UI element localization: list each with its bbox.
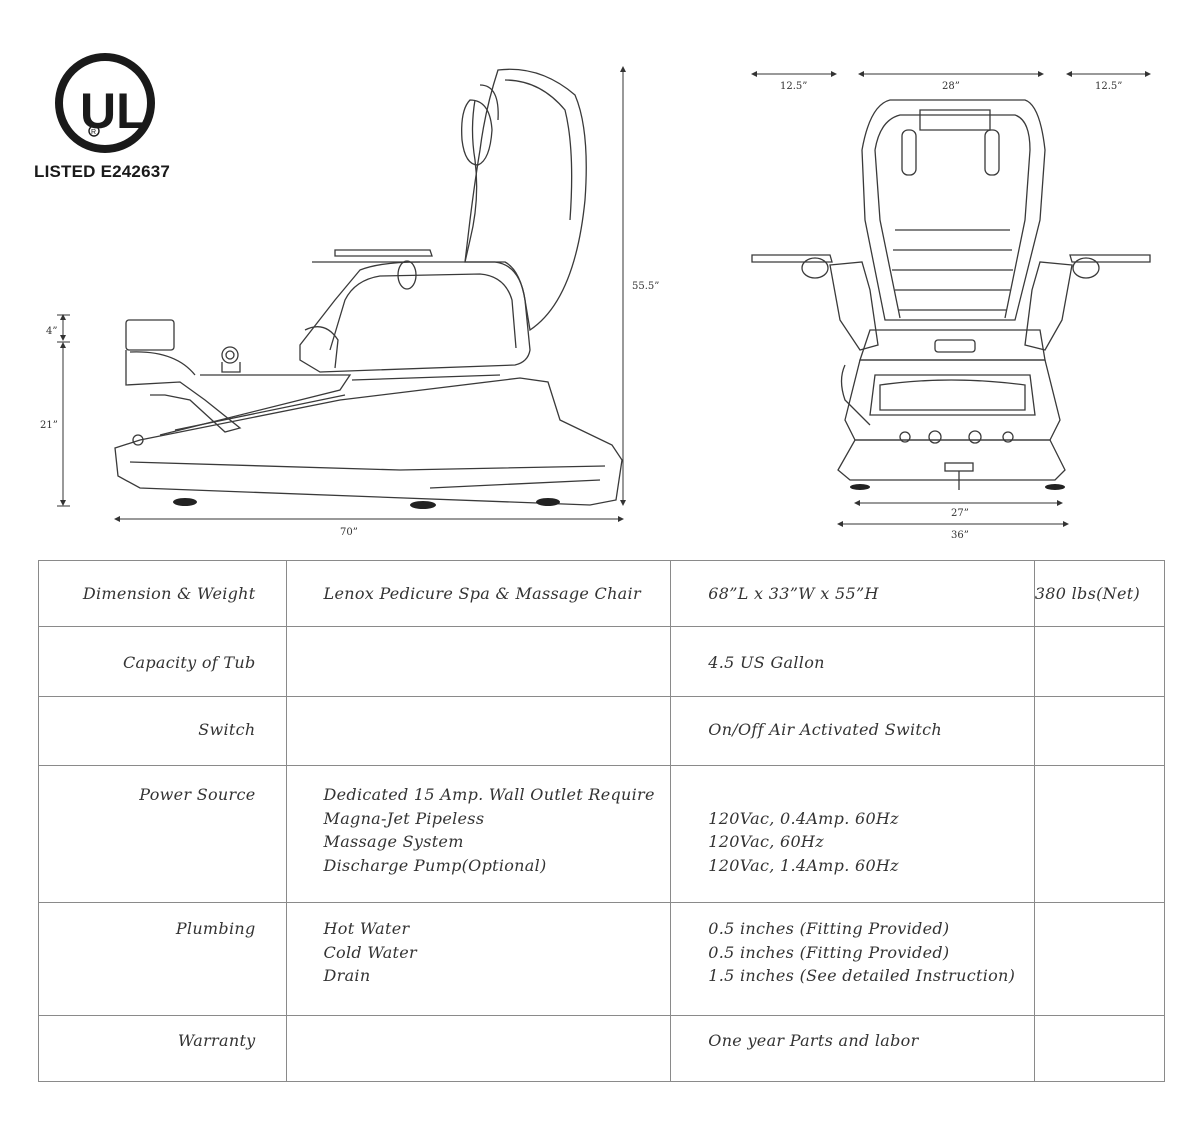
dim-top-height: 4” xyxy=(46,326,57,337)
spec-extra xyxy=(1033,626,1166,697)
dim-tray-right: 12.5” xyxy=(1095,81,1122,92)
chair-dimension-drawing: 4” 21” 70” 55.5” xyxy=(40,66,1151,541)
spec-row: Switch On/Off Air Activated Switch xyxy=(38,696,1166,766)
svg-text:R: R xyxy=(91,129,96,136)
side-view xyxy=(114,68,623,509)
spec-extra xyxy=(1033,765,1166,903)
spec-extra: 380 lbs(Net) xyxy=(1033,560,1166,627)
spec-value: 68”L x 33”W x 55”H xyxy=(670,560,1035,627)
spec-label: Plumbing xyxy=(38,902,287,1016)
spec-label: Warranty xyxy=(38,1015,287,1082)
ul-mark-letter-u: UL xyxy=(80,83,147,139)
spec-extra xyxy=(1033,902,1166,1016)
spec-label: Power Source xyxy=(38,765,287,903)
spec-row: Capacity of Tub 4.5 US Gallon xyxy=(38,626,1166,697)
spec-extra xyxy=(1033,1015,1166,1082)
dim-base-width: 27” xyxy=(951,508,969,519)
spec-item: Lenox Pedicure Spa & Massage Chair xyxy=(285,560,672,627)
spec-row: Warranty One year Parts and labor xyxy=(38,1015,1166,1082)
spec-label: Dimension & Weight xyxy=(38,560,287,627)
dim-overall-width: 36” xyxy=(951,530,969,541)
spec-extra xyxy=(1033,696,1166,766)
dim-tray-left: 12.5” xyxy=(780,81,807,92)
spec-value: 4.5 US Gallon xyxy=(670,626,1035,697)
spec-item xyxy=(285,1015,672,1082)
spec-value: On/Off Air Activated Switch xyxy=(670,696,1035,766)
dim-chair-width: 28” xyxy=(942,81,960,92)
spec-value: One year Parts and labor xyxy=(670,1015,1035,1082)
spec-item xyxy=(285,626,672,697)
spec-value: 0.5 inches (Fitting Provided)0.5 inches … xyxy=(670,902,1035,1016)
dim-overall-height: 55.5” xyxy=(632,281,659,292)
spec-label: Capacity of Tub xyxy=(38,626,287,697)
ul-listed-number: LISTED E242637 xyxy=(34,162,171,181)
dim-seat-height: 21” xyxy=(40,420,58,431)
ul-logo: UL R xyxy=(55,53,155,153)
dim-overall-length: 70” xyxy=(340,527,358,538)
spec-item xyxy=(285,696,672,766)
front-view xyxy=(751,99,1151,490)
spec-label: Switch xyxy=(38,696,287,766)
